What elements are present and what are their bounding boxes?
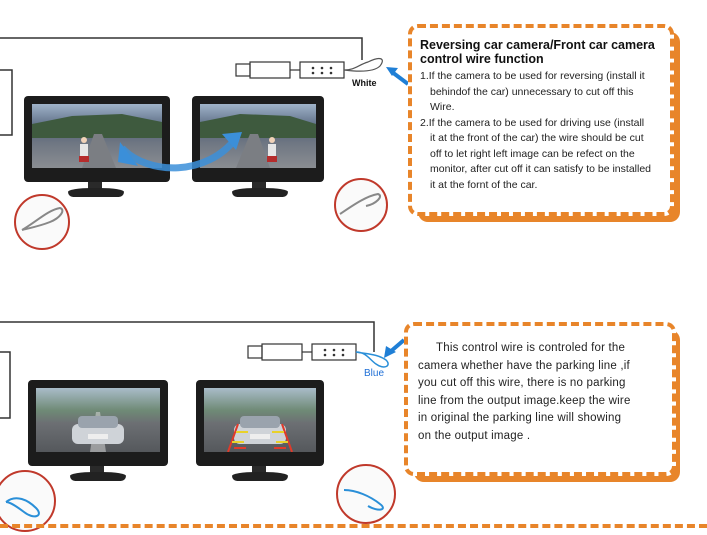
monitor-with-parking-line <box>196 380 324 466</box>
white-wire-label: White <box>352 78 377 88</box>
info-box-parking-line: This control wire is controled for the c… <box>404 322 676 476</box>
monitor-stand <box>252 182 266 190</box>
wire-closeup-circle <box>14 194 70 250</box>
monitor-base <box>232 472 288 481</box>
instruction-item-1: 1.If the camera to be used for reversing… <box>420 70 645 113</box>
monitor-base <box>68 188 124 197</box>
section-title: Reversing car camera/Front car camera <box>420 38 655 52</box>
bottom-divider <box>0 524 707 528</box>
monitor-stand <box>90 466 104 474</box>
wire-cut-circle <box>334 178 388 232</box>
monitor-base <box>70 472 126 481</box>
monitor-stand <box>252 466 266 474</box>
section-title: control wire function <box>420 52 544 66</box>
monitor-normal <box>24 96 170 182</box>
wire-diagram-top <box>0 37 410 136</box>
car-rear-image <box>72 412 124 452</box>
info-box-control-wire: Reversing car camera/Front car camera co… <box>408 24 674 216</box>
instruction-item-2: 2.If the camera to be used for driving u… <box>420 116 652 191</box>
road-scene-image-mirrored <box>200 114 316 168</box>
parking-line-description: This control wire is controled for the c… <box>418 342 631 442</box>
monitor-no-parking-line <box>28 380 168 466</box>
blue-wire-closeup-circle <box>0 470 56 532</box>
blue-wire-cut-circle <box>336 464 396 524</box>
wire-diagram-bottom <box>0 321 406 419</box>
car-rear-parking-line-image <box>227 416 293 452</box>
blue-wire-label: Blue <box>364 368 385 379</box>
mirror-arrow-icon <box>118 132 242 172</box>
road-scene-image <box>32 114 162 168</box>
monitor-base <box>232 188 288 197</box>
monitor-stand <box>88 182 102 190</box>
monitor-mirrored <box>192 96 324 182</box>
